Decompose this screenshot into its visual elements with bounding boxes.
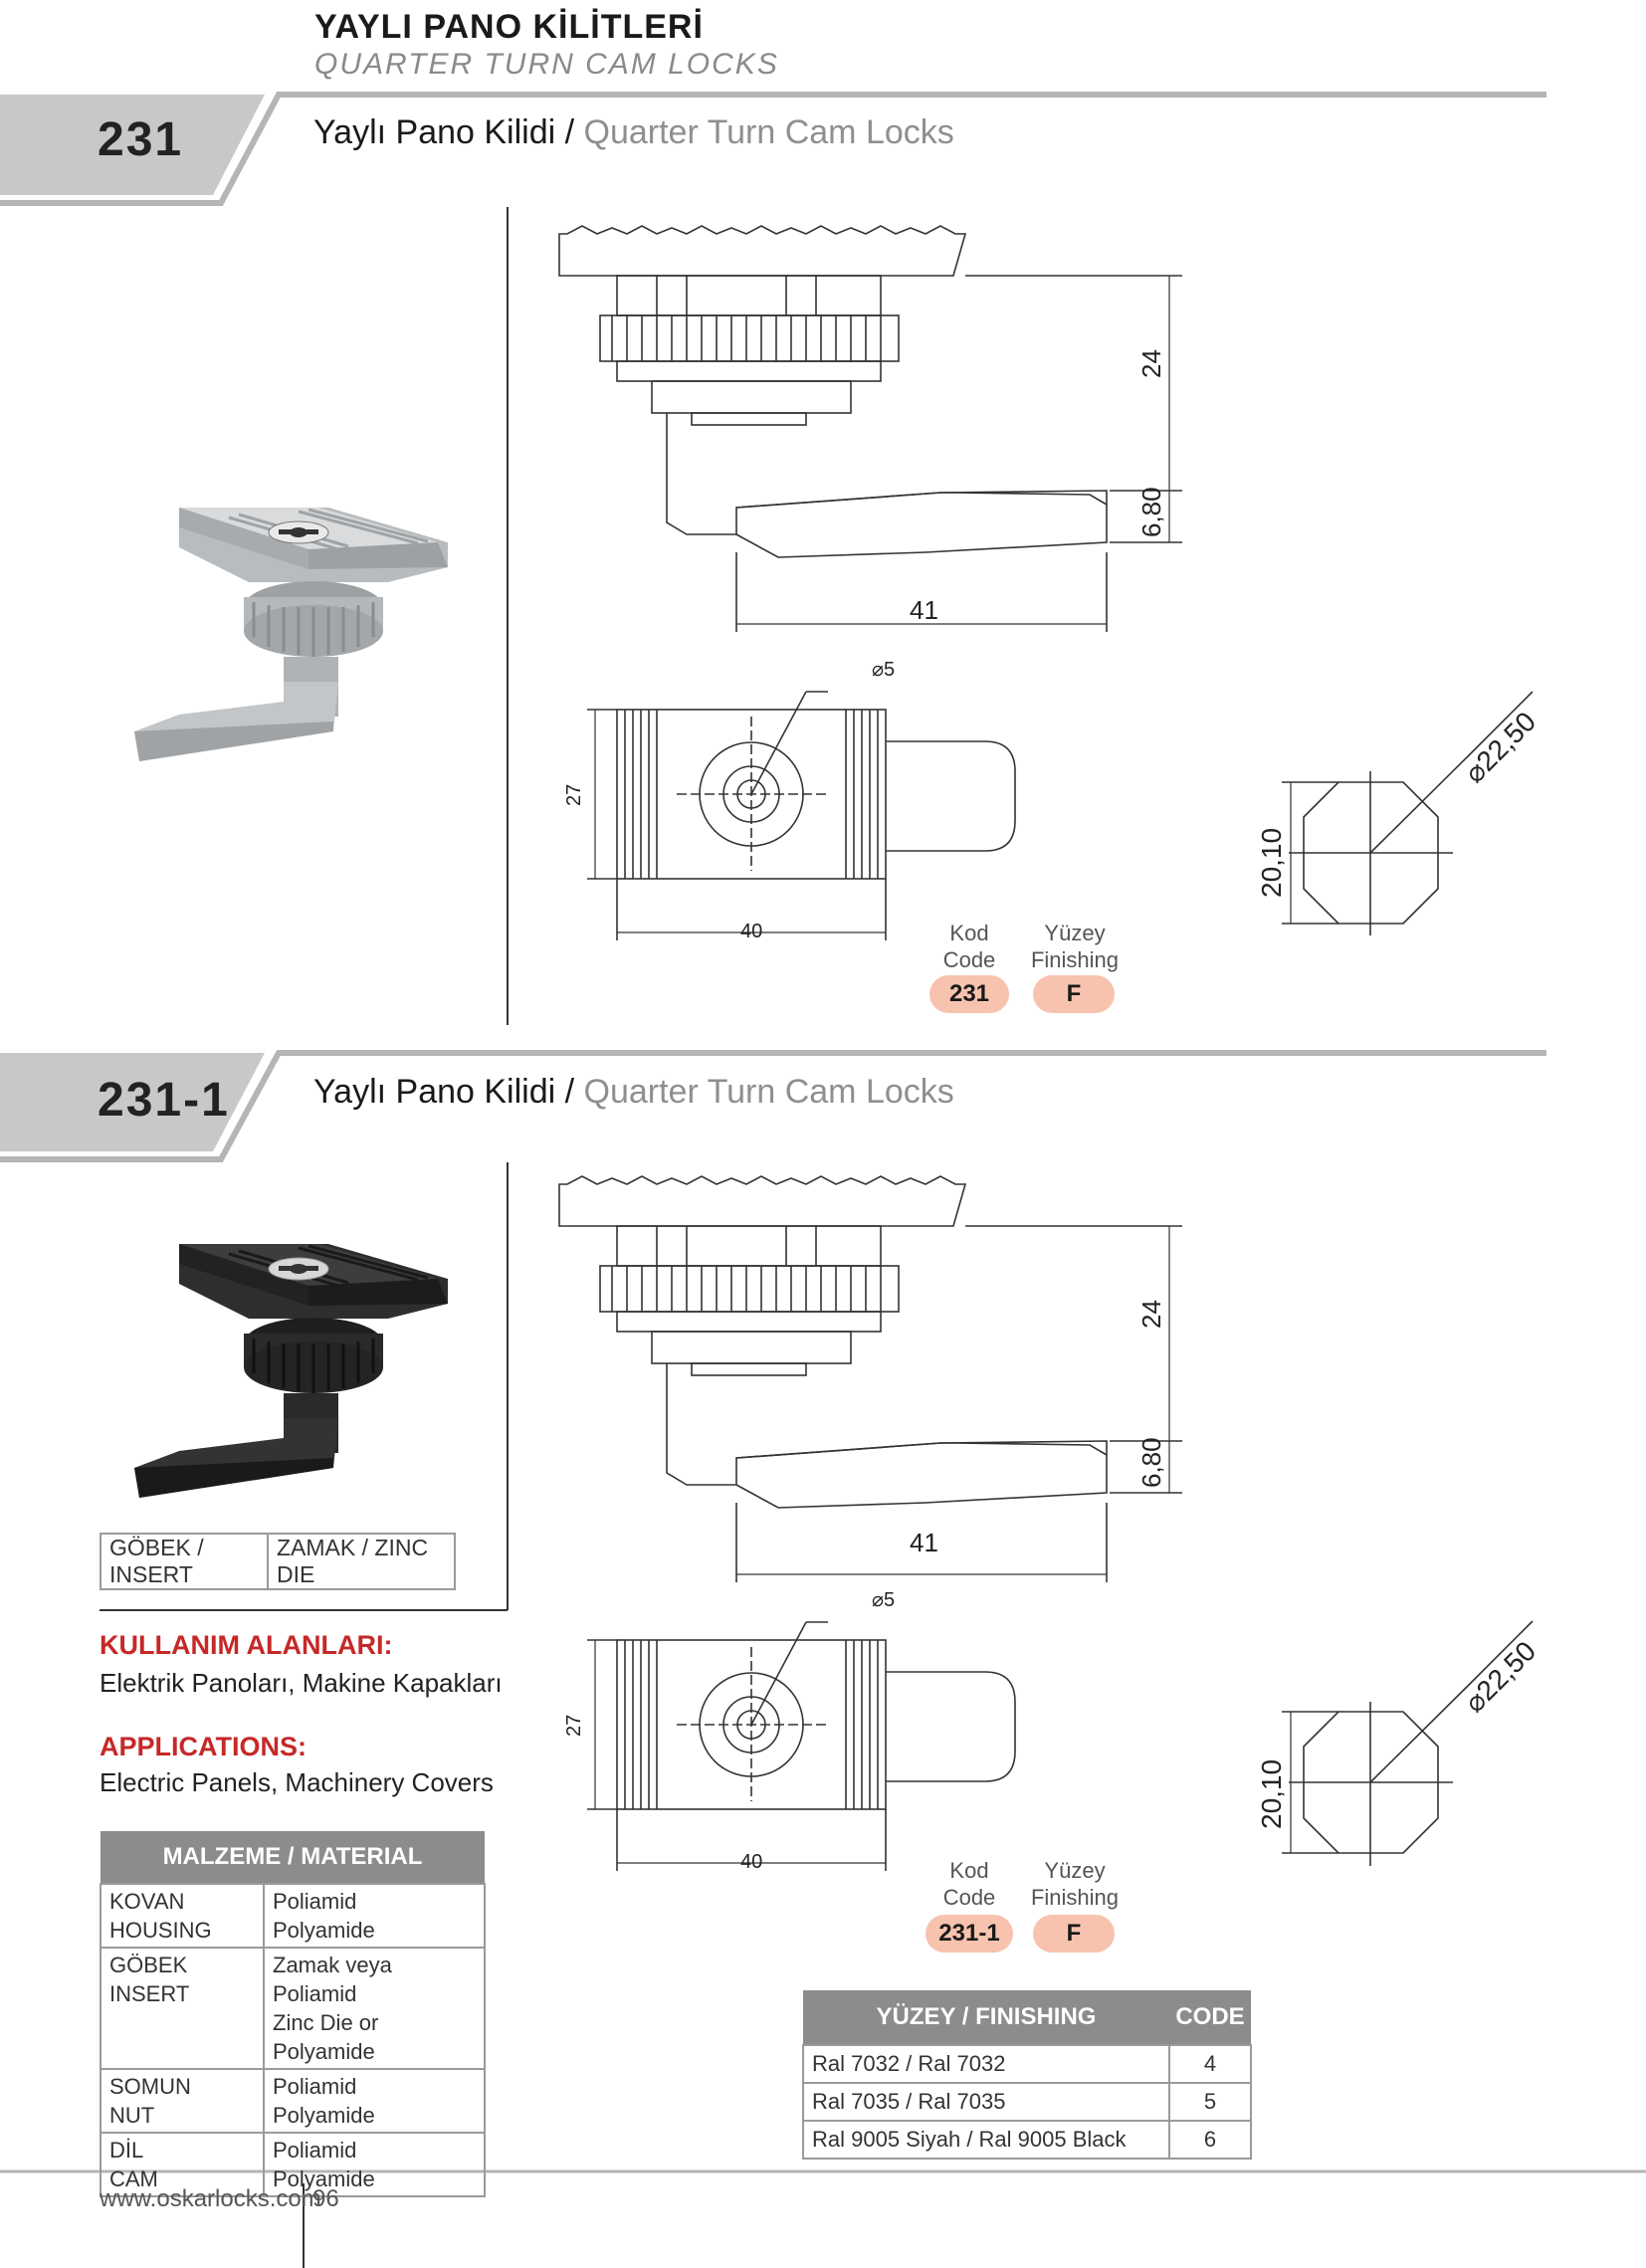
dim-cutout-width: 20,10 bbox=[1256, 827, 1287, 898]
dim-cam-length: 41 bbox=[910, 1528, 938, 1557]
insert-label: GÖBEK / INSERT bbox=[100, 1533, 269, 1590]
dim-cam-thickness: 6,80 bbox=[1136, 487, 1166, 537]
yuzey-value: F bbox=[1033, 975, 1115, 1013]
dim-body-height: 27 bbox=[563, 783, 585, 806]
footer-page-number: 96 bbox=[312, 2185, 339, 2212]
dim-hole-diameter: ⌀5 bbox=[872, 1589, 896, 1611]
dim-cam-thickness: 6,80 bbox=[1136, 1437, 1166, 1488]
section-title-en: Quarter Turn Cam Locks bbox=[583, 113, 954, 151]
applications-title-en: APPLICATIONS: bbox=[100, 1732, 307, 1761]
applications-text-en: Electric Panels, Machinery Covers bbox=[100, 1767, 494, 1797]
insert-value: ZAMAK / ZINC DIE bbox=[267, 1533, 456, 1590]
yuzey-value: F bbox=[1033, 1915, 1115, 1953]
material-table-header: MALZEME / MATERIAL bbox=[101, 1831, 485, 1884]
kod-value: 231 bbox=[929, 975, 1009, 1013]
section-title-tr: Yaylı Pano Kilidi / bbox=[313, 1073, 575, 1111]
dim-body-width: 40 bbox=[740, 1851, 763, 1873]
product-image-231 bbox=[134, 508, 448, 761]
section-title-231-1: Yaylı Pano Kilidi / Quarter Turn Cam Loc… bbox=[313, 1073, 954, 1112]
catalog-title: YAYLI PANO KİLİTLERİ bbox=[314, 8, 704, 46]
dim-hole-diameter: ⌀5 bbox=[872, 659, 896, 681]
dim-height: 24 bbox=[1136, 1300, 1166, 1329]
section-title-tr: Yaylı Pano Kilidi / bbox=[313, 113, 575, 151]
insert-table: GÖBEK / INSERT ZAMAK / ZINC DIE bbox=[100, 1533, 456, 1590]
finishing-table: YÜZEY / FINISHING CODE Ral 7032 / Ral 70… bbox=[802, 1990, 1252, 2160]
applications-title-tr: KULLANIM ALANLARI: bbox=[100, 1630, 393, 1660]
section-title-en: Quarter Turn Cam Locks bbox=[583, 1073, 954, 1111]
technical-drawing-231 bbox=[558, 225, 1534, 940]
section-band-231 bbox=[0, 95, 265, 195]
footer-website[interactable]: www.oskarlocks.com bbox=[100, 2185, 321, 2212]
section-code-231: 231 bbox=[98, 113, 184, 166]
applications-text-tr: Elektrik Panoları, Makine Kapakları bbox=[100, 1668, 503, 1698]
finishing-header-name: YÜZEY / FINISHING bbox=[803, 1990, 1169, 2045]
dim-cam-length: 41 bbox=[910, 595, 938, 625]
dim-body-width: 40 bbox=[740, 921, 763, 942]
dim-cutout-width: 20,10 bbox=[1256, 1758, 1287, 1829]
section-code-231-1: 231-1 bbox=[98, 1074, 230, 1127]
section-title-231: Yaylı Pano Kilidi / Quarter Turn Cam Loc… bbox=[313, 113, 954, 152]
catalog-subtitle: QUARTER TURN CAM LOCKS bbox=[314, 48, 779, 81]
dim-body-height: 27 bbox=[563, 1714, 585, 1737]
dim-height: 24 bbox=[1136, 349, 1166, 378]
kod-value: 231-1 bbox=[926, 1915, 1013, 1953]
product-image-231-1 bbox=[134, 1244, 448, 1498]
section-band-231-1 bbox=[0, 1053, 265, 1151]
technical-drawing-231-1 bbox=[558, 1175, 1534, 1871]
finishing-header-code: CODE bbox=[1169, 1990, 1251, 2045]
